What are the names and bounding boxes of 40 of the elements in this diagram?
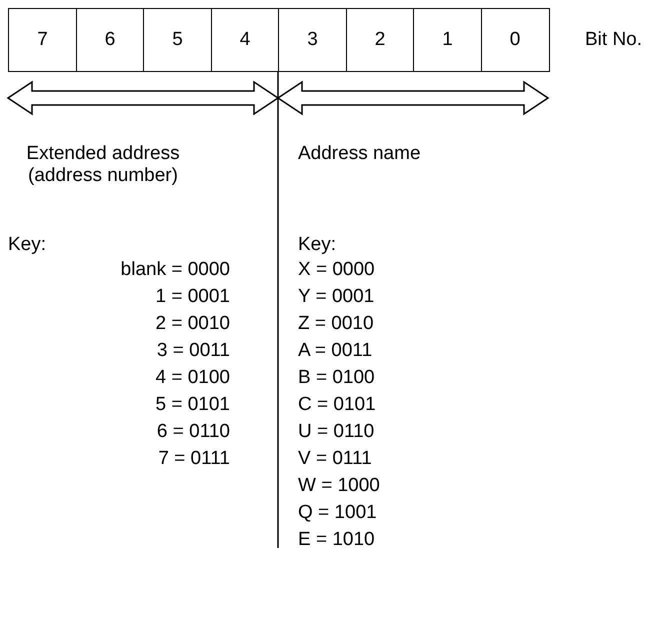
bit-cell xyxy=(480,8,550,72)
bit-number: 7 xyxy=(37,29,48,51)
field-label: Extended address (address number) xyxy=(25,143,181,187)
key-entry: B = 0100 xyxy=(298,367,375,389)
bit-cell xyxy=(143,8,212,72)
key-entry: W = 1000 xyxy=(298,475,380,497)
key-entry: 5 = 0101 xyxy=(156,394,230,416)
key-entry: 1 = 0001 xyxy=(156,286,230,308)
key-heading: Key: xyxy=(298,234,336,256)
bit-cell xyxy=(8,8,77,72)
key-heading: Key: xyxy=(8,234,46,256)
bit-number: 1 xyxy=(442,29,453,51)
key-entry: Y = 0001 xyxy=(298,286,374,308)
key-entry: blank = 0000 xyxy=(120,259,230,281)
key-entry: Q = 1001 xyxy=(298,502,377,524)
key-entry: U = 0110 xyxy=(298,421,374,443)
bit-number: 5 xyxy=(172,29,183,51)
bit-cell xyxy=(210,8,280,72)
key-entry: V = 0111 xyxy=(298,448,372,470)
bit-cell xyxy=(346,8,414,72)
field-label: Address name xyxy=(298,143,421,165)
key-entry: 3 = 0011 xyxy=(156,340,230,362)
key-entry: E = 1010 xyxy=(298,529,375,551)
key-entry: Z = 0010 xyxy=(298,313,374,335)
key-entry: 7 = 0111 xyxy=(158,448,230,470)
bit-number: 4 xyxy=(240,29,250,51)
key-entry: X = 0000 xyxy=(298,259,375,281)
bit-number: 6 xyxy=(104,29,116,51)
bit-number-label: Bit No. xyxy=(585,29,642,51)
key-entry: 2 = 0010 xyxy=(156,313,230,335)
bit-cell xyxy=(278,8,347,72)
bit-number: 2 xyxy=(374,29,386,51)
bit-number: 0 xyxy=(510,29,520,51)
key-entry: C = 0101 xyxy=(298,394,376,416)
bit-cell xyxy=(76,8,144,72)
key-entry: 6 = 0110 xyxy=(156,421,230,443)
bit-number: 3 xyxy=(307,29,318,51)
key-entry: 4 = 0100 xyxy=(156,367,230,389)
key-entry: A = 0011 xyxy=(298,340,372,362)
bit-cell xyxy=(413,8,482,72)
